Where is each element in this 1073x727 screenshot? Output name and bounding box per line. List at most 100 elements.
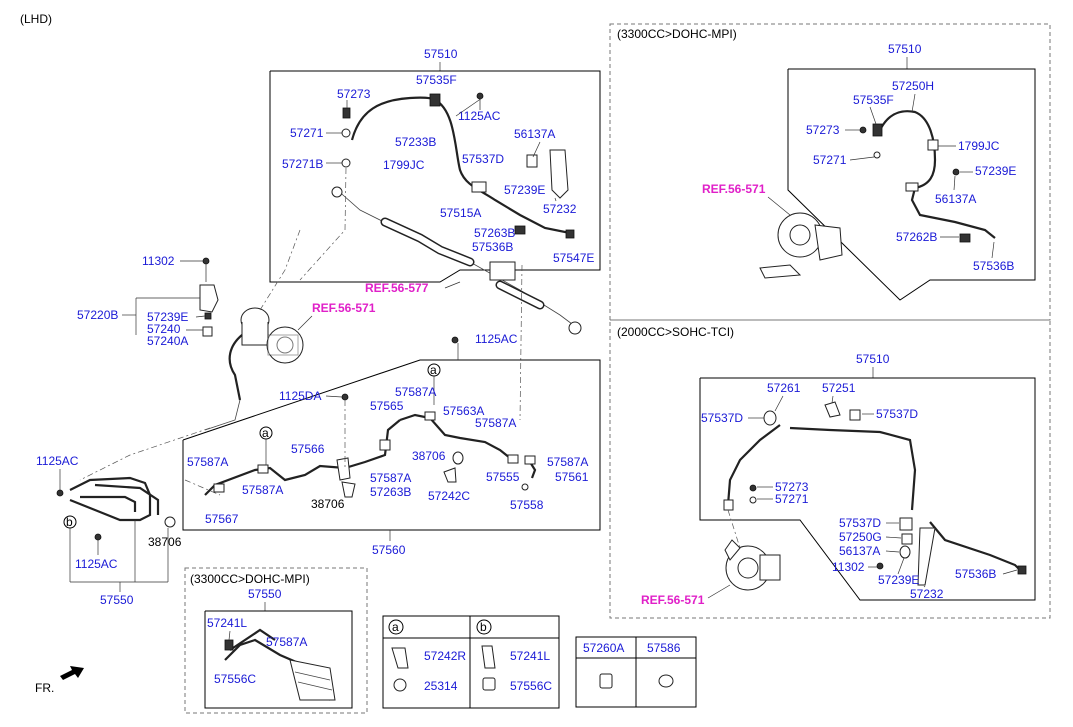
label-57262B[interactable]: 57262B — [896, 230, 937, 244]
sohc-title[interactable]: 57510 — [856, 352, 890, 366]
label-1125AC-left-bot[interactable]: 1125AC — [75, 557, 118, 571]
label-57555[interactable]: 57555 — [486, 470, 520, 484]
cooler-assembly-frame — [182, 359, 601, 531]
legend-57556C[interactable]: 57556C — [510, 679, 552, 693]
label-57273-sohc[interactable]: 57273 — [775, 480, 809, 494]
label-57271-dohc[interactable]: 57271 — [813, 153, 847, 167]
label-57232-sohc[interactable]: 57232 — [910, 587, 944, 601]
fr-arrow-icon — [60, 666, 84, 680]
label-57273-dohc[interactable]: 57273 — [806, 123, 840, 137]
label-57233B[interactable]: 57233B — [395, 135, 436, 149]
ref-56-571-dohc[interactable]: REF.56-571 — [702, 182, 766, 196]
label-57263B-cooler[interactable]: 57263B — [370, 485, 411, 499]
label-57536B-dohc[interactable]: 57536B — [973, 259, 1014, 273]
label-38706-left[interactable]: 38706 — [148, 535, 182, 549]
label-57587A-4[interactable]: 57587A — [187, 455, 228, 469]
legend-57241L[interactable]: 57241L — [510, 649, 550, 663]
label-57556C-dohc[interactable]: 57556C — [214, 672, 256, 686]
dohc-top-title[interactable]: 57510 — [888, 42, 922, 56]
label-57537D-sohc-3[interactable]: 57537D — [839, 516, 881, 530]
dohc-top-header: (3300CC>DOHC-MPI) — [617, 27, 737, 41]
label-57240A[interactable]: 57240A — [147, 334, 188, 348]
label-57261[interactable]: 57261 — [767, 381, 801, 395]
label-57250G[interactable]: 57250G — [839, 530, 882, 544]
label-57547E[interactable]: 57547E — [553, 251, 594, 265]
label-57587A-3[interactable]: 57587A — [547, 455, 588, 469]
label-57587A-5[interactable]: 57587A — [242, 483, 283, 497]
main-assembly-title[interactable]: 57510 — [424, 47, 458, 61]
label-57561[interactable]: 57561 — [555, 470, 589, 484]
label-57563A[interactable]: 57563A — [443, 404, 484, 418]
label-56137A-dohc[interactable]: 56137A — [935, 192, 976, 206]
dohc-bottom-title[interactable]: 57550 — [248, 587, 282, 601]
label-57587A-6[interactable]: 57587A — [370, 471, 411, 485]
label-57537D-sohc-1[interactable]: 57537D — [701, 411, 743, 425]
label-57273[interactable]: 57273 — [337, 87, 371, 101]
lhd-header: (LHD) — [20, 12, 52, 26]
sohc-panel: (2000CC>SOHC-TCI) 57510 57261 57251 5753… — [609, 319, 1051, 619]
legend-57586[interactable]: 57586 — [647, 641, 681, 655]
label-57566[interactable]: 57566 — [291, 442, 325, 456]
label-57558[interactable]: 57558 — [510, 498, 544, 512]
label-57515A[interactable]: 57515A — [440, 206, 481, 220]
front-direction-indicator: FR. — [35, 666, 84, 695]
label-57239E[interactable]: 57239E — [504, 183, 545, 197]
fr-label: FR. — [35, 681, 54, 695]
label-11302-sohc[interactable]: 11302 — [832, 560, 865, 574]
label-57271[interactable]: 57271 — [290, 126, 324, 140]
ref-56-571-sohc[interactable]: REF.56-571 — [641, 593, 705, 607]
label-1125DA[interactable]: 1125DA — [279, 389, 321, 403]
label-57535F[interactable]: 57535F — [416, 73, 457, 87]
label-57220B[interactable]: 57220B — [77, 308, 118, 322]
bracket-57232 — [549, 149, 569, 199]
label-57271-sohc[interactable]: 57271 — [775, 492, 809, 506]
label-1799JC[interactable]: 1799JC — [383, 158, 425, 172]
label-57239E-dohc[interactable]: 57239E — [975, 164, 1016, 178]
label-1125AC-cooler[interactable]: 1125AC — [475, 332, 518, 346]
label-57535F-dohc[interactable]: 57535F — [853, 93, 894, 107]
legend-57260A[interactable]: 57260A — [583, 641, 624, 655]
label-57241L-dohc[interactable]: 57241L — [207, 616, 247, 630]
ref-56-577[interactable]: REF.56-577 — [365, 281, 429, 295]
legend-25314[interactable]: 25314 — [424, 679, 458, 693]
label-38706-cooler[interactable]: 38706 — [412, 449, 446, 463]
label-57587A-2[interactable]: 57587A — [475, 416, 516, 430]
label-57537D[interactable]: 57537D — [462, 152, 504, 166]
label-57251[interactable]: 57251 — [822, 381, 856, 395]
steering-gear — [331, 186, 582, 335]
label-57271B[interactable]: 57271B — [282, 157, 323, 171]
pressure-hose-lower — [434, 99, 571, 235]
label-57242C[interactable]: 57242C — [428, 489, 470, 503]
sohc-header: (2000CC>SOHC-TCI) — [617, 325, 734, 339]
label-1125AC[interactable]: 1125AC — [458, 109, 501, 123]
label-57263B[interactable]: 57263B — [474, 226, 515, 240]
label-57587A-dohc[interactable]: 57587A — [266, 635, 307, 649]
label-57536B[interactable]: 57536B — [472, 240, 513, 254]
ref-56-571-main[interactable]: REF.56-571 — [312, 301, 376, 315]
label-11302[interactable]: 11302 — [142, 254, 175, 268]
label-57565[interactable]: 57565 — [370, 399, 404, 413]
label-1799JC-dohc[interactable]: 1799JC — [958, 139, 1000, 153]
label-38706-black[interactable]: 38706 — [311, 497, 345, 511]
label-57567[interactable]: 57567 — [205, 512, 239, 526]
label-57240[interactable]: 57240 — [147, 322, 181, 336]
label-56137A-sohc[interactable]: 56137A — [839, 544, 880, 558]
label-57550-left[interactable]: 57550 — [100, 593, 134, 607]
label-57536B-sohc[interactable]: 57536B — [955, 567, 996, 581]
cooler-assembly: 57560 a a 1125AC 1125DA 57587A 57565 57 — [182, 332, 601, 557]
label-57537D-sohc-2[interactable]: 57537D — [876, 407, 918, 421]
legend-57242R[interactable]: 57242R — [424, 649, 466, 663]
label-1125AC-left-top[interactable]: 1125AC — [36, 454, 79, 468]
legend-ab-frame — [382, 615, 560, 709]
dohc-bottom-panel: (3300CC>DOHC-MPI) 57550 57241L 57587A 57… — [184, 567, 368, 714]
label-57239E-left[interactable]: 57239E — [147, 310, 188, 324]
cooler-assembly-title[interactable]: 57560 — [372, 543, 406, 557]
label-57587A-1[interactable]: 57587A — [395, 385, 436, 399]
callout-a-1-text: a — [262, 426, 269, 440]
legend-ab: a b 57242R 25314 57241L 57556C — [382, 615, 560, 709]
pump-reservoir-main — [204, 307, 304, 431]
label-57239E-sohc[interactable]: 57239E — [878, 573, 919, 587]
label-57232[interactable]: 57232 — [543, 202, 577, 216]
label-56137A[interactable]: 56137A — [514, 127, 555, 141]
label-57250H[interactable]: 57250H — [892, 79, 934, 93]
